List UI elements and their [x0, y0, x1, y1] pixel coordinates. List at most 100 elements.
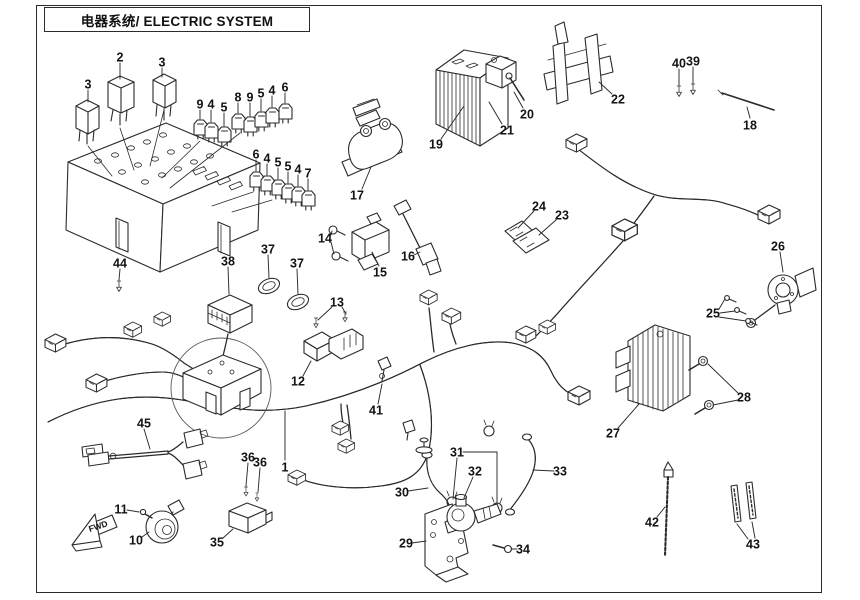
part-callout-4: 4 [269, 84, 276, 98]
part-callout-21: 21 [500, 124, 514, 138]
leader-line [617, 403, 640, 429]
leader-line [407, 487, 429, 492]
part-callout-8: 8 [235, 91, 242, 105]
leader-line [656, 506, 666, 518]
part-callout-5: 5 [258, 87, 265, 101]
harness-connector [331, 420, 349, 436]
harness-clamp [402, 419, 416, 441]
part-callout-45: 45 [137, 417, 151, 431]
leader-line [746, 106, 751, 119]
part-callout-37: 37 [261, 243, 275, 257]
leader-line [532, 469, 555, 472]
diagram-title: 电器系统/ ELECTRIC SYSTEM [80, 13, 274, 29]
part-callout-39: 39 [686, 55, 700, 69]
leader-line [267, 254, 270, 279]
part-callout-44: 44 [113, 257, 127, 271]
part-callout-6: 6 [253, 148, 260, 162]
flasher-relay [228, 486, 273, 534]
part-callout-34: 34 [516, 543, 530, 557]
battery-bracket [543, 21, 614, 105]
leader-line [413, 251, 421, 256]
harness-connector [337, 438, 355, 454]
part-callout-41: 41 [369, 404, 383, 418]
part-callout-26: 26 [771, 240, 785, 254]
leader-line [227, 266, 230, 295]
part-callout-3: 3 [85, 78, 92, 92]
harness-connector [611, 218, 638, 242]
part-callout-2: 2 [117, 51, 124, 65]
part-callout-43: 43 [746, 538, 760, 552]
leader-line [330, 230, 333, 236]
leader-line [517, 210, 535, 229]
harness-connector [44, 333, 67, 353]
part-callout-27: 27 [606, 427, 620, 441]
harness-connector [441, 307, 462, 325]
relay-parts [75, 73, 177, 145]
harness-connector [123, 321, 143, 338]
part-callout-40: 40 [672, 57, 686, 71]
ignition-switch [745, 267, 817, 329]
cable-ties-43 [730, 481, 757, 523]
part-callout-7: 7 [305, 167, 312, 181]
part-callout-25: 25 [706, 307, 720, 321]
fwd-arrow-marker: FWD [71, 513, 118, 552]
horn-screw-11 [139, 508, 153, 519]
part-callout-33: 33 [553, 465, 567, 479]
title-box: 电器系统/ ELECTRIC SYSTEM [44, 7, 310, 32]
grommets-37 [257, 277, 310, 311]
leader-line [371, 251, 380, 267]
part-callout-12: 12 [291, 375, 305, 389]
pump-32 [446, 493, 502, 532]
leader-line [440, 105, 465, 140]
leader-line [245, 462, 249, 487]
leader-line [488, 101, 503, 125]
connector-12 [303, 311, 364, 362]
part-callout-9: 9 [247, 91, 254, 105]
leader-line [513, 91, 524, 109]
diagram-border [36, 5, 822, 593]
part-callout-5: 5 [275, 156, 282, 170]
sub-wire-harness [81, 428, 209, 480]
part-callout-13: 13 [330, 296, 344, 310]
part-callout-5: 5 [285, 160, 292, 174]
part-callout-24: 24 [532, 200, 546, 214]
leader-line [257, 467, 261, 493]
part-callout-4: 4 [208, 98, 215, 112]
harness-connector [85, 373, 108, 393]
part-callout-14: 14 [318, 232, 332, 246]
harness-connector [515, 325, 537, 344]
leader-line [302, 360, 312, 377]
leader-lines [87, 62, 784, 550]
part-callout-32: 32 [468, 465, 482, 479]
cable-tie-42 [663, 461, 674, 558]
mounting-bracket-29 [424, 503, 469, 583]
leader-line [411, 540, 427, 544]
screws-39-40 [676, 83, 696, 97]
part-callout-30: 30 [395, 486, 409, 500]
leader-line [296, 268, 299, 295]
terminal-bolt [505, 72, 525, 101]
part-callout-11: 11 [114, 503, 127, 517]
harness-connector [419, 289, 438, 306]
part-callout-10: 10 [129, 534, 143, 548]
part-callout-37: 37 [290, 257, 304, 271]
harness-connector [538, 319, 556, 335]
cable-rod-18 [717, 89, 775, 111]
leader-line [718, 298, 726, 310]
leader-line [751, 521, 756, 539]
part-callout-20: 20 [520, 108, 534, 122]
part-callout-35: 35 [210, 536, 224, 550]
leader-line [736, 523, 749, 540]
assembly-guide-lines [87, 109, 273, 213]
connector-38 [207, 294, 253, 334]
leader-line [317, 306, 333, 321]
part-callout-19: 19 [429, 138, 443, 152]
part-callout-36: 36 [241, 451, 255, 465]
leader-line [538, 219, 557, 236]
harness-connector [567, 385, 591, 406]
leader-line [143, 428, 151, 450]
part-callout-18: 18 [743, 119, 757, 133]
fuse-box [65, 122, 261, 273]
ignition-coil [328, 212, 390, 271]
